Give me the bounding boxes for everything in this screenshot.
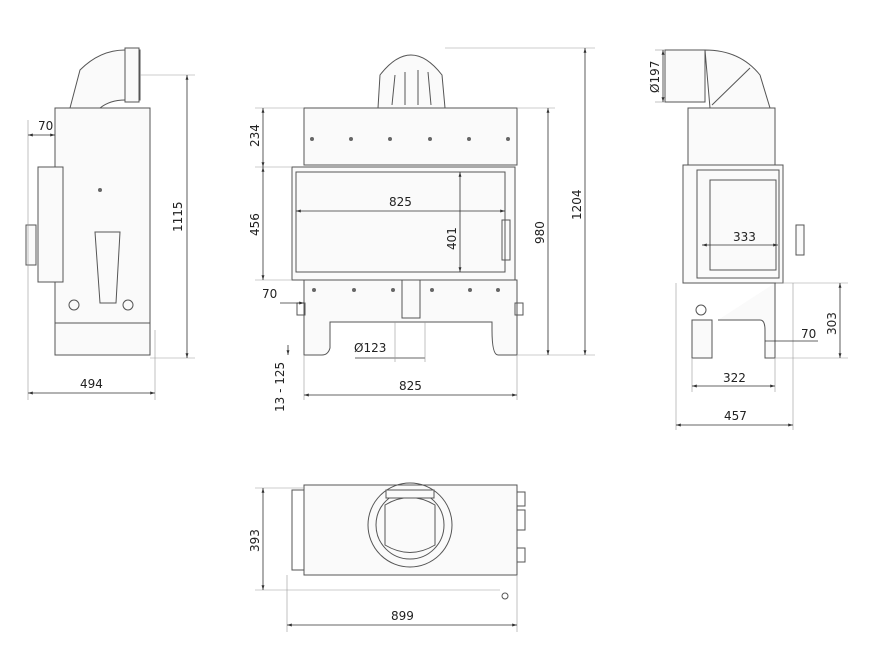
dim-air-inlet: Ø123 (354, 341, 386, 355)
left-side-view: 70 494 1115 (25, 47, 195, 400)
glass (295, 171, 506, 273)
dim-side-offset: 70 (262, 287, 277, 301)
front-view: 234 456 825 401 980 1204 70 Ø123 13 - 12… (248, 47, 595, 412)
door-handle (501, 219, 511, 261)
dim-door-height: 456 (248, 213, 262, 236)
dim-top-section: 234 (248, 124, 262, 147)
dim-glass-width: 333 (733, 230, 756, 244)
dim-total-height: 1204 (570, 189, 584, 220)
dim-depth: 494 (80, 377, 103, 391)
dim-depth: 393 (248, 529, 262, 552)
air-control-knob (795, 224, 805, 256)
flue-pipe (664, 49, 706, 103)
dim-width: 825 (399, 379, 422, 393)
dim-feet-adjust: 13 - 125 (273, 362, 287, 412)
dim-base-width: 322 (723, 371, 746, 385)
dim-glass-height: 401 (445, 227, 459, 250)
flue-dome (377, 54, 446, 109)
top-view: 393 899 (248, 482, 526, 632)
dim-glass-width: 825 (389, 195, 412, 209)
dim-inlet-offset: 70 (801, 327, 816, 341)
dim-flue-diameter: Ø197 (648, 61, 662, 93)
right-side-view: Ø197 333 303 70 322 457 (648, 49, 848, 430)
dim-width: 899 (391, 609, 414, 623)
dim-inlet-height: 303 (825, 312, 839, 335)
dim-height: 1115 (171, 201, 185, 232)
dim-body-height: 980 (533, 221, 547, 244)
dim-depth: 457 (724, 409, 747, 423)
flue-outlet (367, 482, 453, 568)
dim-offset: 70 (38, 119, 53, 133)
air-control-knob (25, 224, 37, 266)
